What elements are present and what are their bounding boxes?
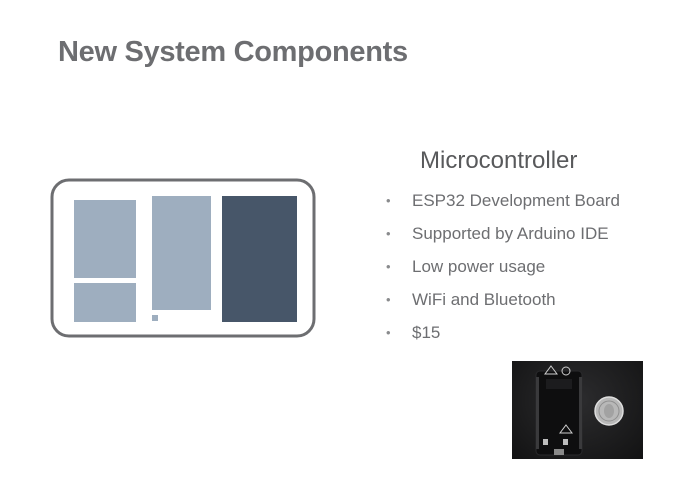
usb-port-icon (554, 449, 564, 455)
block-top-left (74, 200, 136, 278)
bullet-dot-icon: • (386, 292, 391, 307)
block-bottom-left (74, 283, 136, 322)
bullet-list: • ESP32 Development Board • Supported by A… (386, 186, 620, 351)
board-chip (546, 379, 572, 389)
board-outline (50, 178, 316, 338)
board-and-coin-image (535, 365, 624, 456)
bullet-item: • ESP32 Development Board (386, 186, 620, 219)
block-middle (152, 196, 211, 310)
bullet-dot-icon: • (386, 259, 391, 274)
slide-title: New System Components (58, 36, 408, 68)
button-icon (563, 439, 568, 445)
bullet-item: • $15 (386, 318, 620, 351)
microcontroller-board-icon (50, 178, 316, 340)
block-dark-right (222, 196, 297, 322)
bullet-text: ESP32 Development Board (412, 191, 620, 210)
board-warning-mark-icon (559, 424, 573, 434)
coin-portrait (604, 404, 614, 418)
block-small-square (152, 315, 158, 321)
bullet-text: Supported by Arduino IDE (412, 224, 609, 243)
section-subtitle: Microcontroller (420, 147, 578, 174)
bullet-dot-icon: • (386, 325, 391, 340)
bullet-text: WiFi and Bluetooth (412, 290, 556, 309)
board-logo-icon (561, 366, 571, 376)
esp32-board-photo (512, 361, 643, 459)
coin-inner-ring (598, 400, 620, 422)
bullet-item: • WiFi and Bluetooth (386, 285, 620, 318)
bullet-dot-icon: • (386, 226, 391, 241)
button-icon (543, 439, 548, 445)
bullet-text: Low power usage (412, 257, 546, 276)
board-warning-mark-icon (544, 365, 558, 375)
bullet-item: • Low power usage (386, 252, 620, 285)
bullet-dot-icon: • (386, 193, 391, 208)
bullet-item: • Supported by Arduino IDE (386, 219, 620, 252)
bullet-text: $15 (412, 323, 441, 342)
board-diagram-svg (50, 178, 316, 338)
